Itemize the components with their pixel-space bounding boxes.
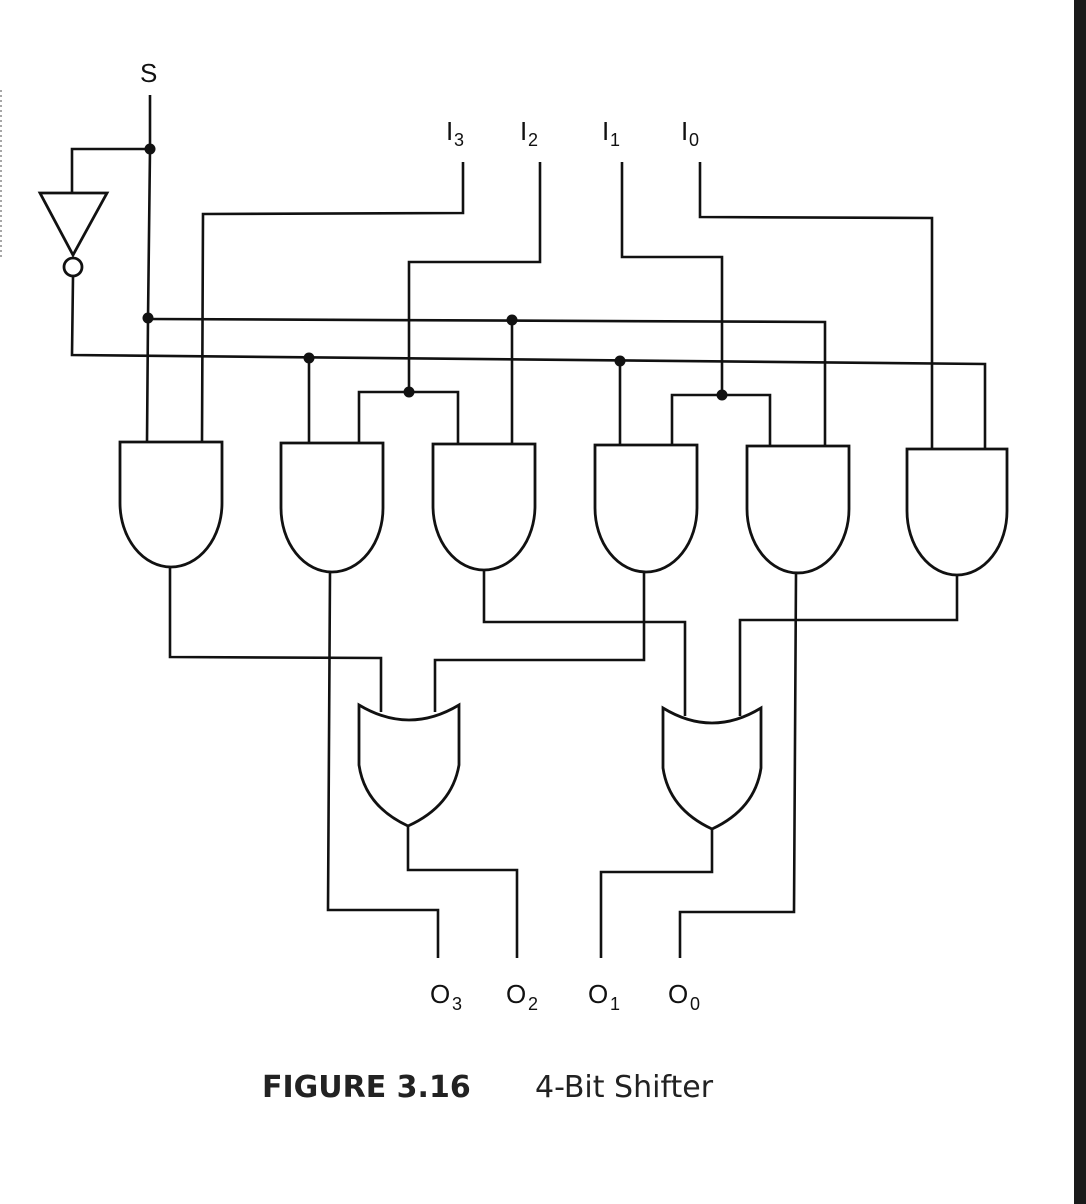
or-gate-2 <box>661 705 763 831</box>
label-s: S <box>140 58 157 88</box>
scan-edge <box>1074 0 1086 1204</box>
inverter-gate <box>37 191 110 278</box>
svg-text:O: O <box>430 979 450 1009</box>
svg-text:2: 2 <box>528 130 538 150</box>
svg-text:0: 0 <box>689 130 699 150</box>
and-gate-5 <box>745 444 851 575</box>
svg-text:O: O <box>506 979 526 1009</box>
and-gates <box>118 440 1009 577</box>
junction-dots <box>142 143 728 401</box>
or-gates <box>357 702 763 831</box>
svg-text:0: 0 <box>690 994 700 1014</box>
and-gate-6 <box>905 447 1009 577</box>
svg-text:I: I <box>520 116 527 146</box>
and-gate-3 <box>431 442 537 572</box>
svg-text:O: O <box>588 979 608 1009</box>
svg-text:1: 1 <box>610 994 620 1014</box>
and-gate-2 <box>279 441 385 574</box>
and-gate-4 <box>593 443 699 574</box>
figure-number: FIGURE 3.16 <box>262 1070 471 1105</box>
svg-text:I: I <box>602 116 609 146</box>
svg-text:O: O <box>668 979 688 1009</box>
svg-text:1: 1 <box>610 130 620 150</box>
and-output-wires <box>168 567 959 958</box>
svg-text:I: I <box>446 116 453 146</box>
figure-title: 4-Bit Shifter <box>535 1070 714 1105</box>
and-gate-1 <box>118 440 224 569</box>
svg-text:3: 3 <box>454 130 464 150</box>
svg-text:2: 2 <box>528 994 538 1014</box>
data-input-wires <box>200 162 934 448</box>
svg-text:I: I <box>681 116 688 146</box>
or-gate-1 <box>357 702 461 828</box>
svg-text:3: 3 <box>452 994 462 1014</box>
or-output-wires <box>406 826 714 958</box>
select-wires <box>70 95 987 450</box>
